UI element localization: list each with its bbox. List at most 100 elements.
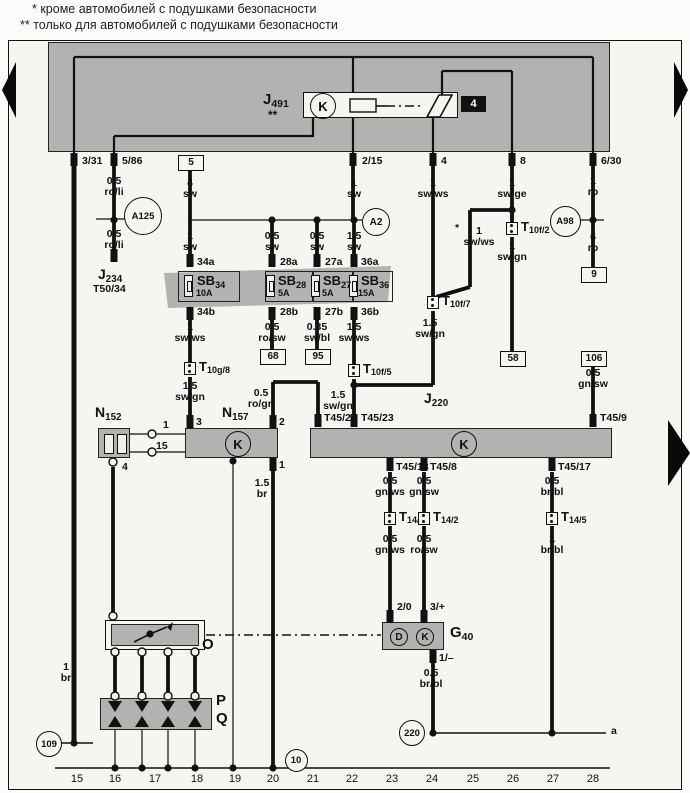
connector-icon [506, 222, 518, 235]
terminal-pin [589, 153, 597, 166]
pin-label: 27a [325, 256, 343, 268]
fuse-label-sb34: SB34 [197, 273, 226, 290]
component-label-g40: G40 [450, 624, 474, 643]
k-symbol-n157: K [225, 431, 251, 457]
terminal-number-box: 5 [178, 155, 204, 171]
junction-dot [70, 739, 78, 747]
terminal-pin [420, 610, 428, 623]
junction-dot [429, 729, 437, 737]
pin-label: 34b [197, 306, 216, 318]
terminal-circle [108, 611, 118, 621]
fuse-label-sb28: SB28 [278, 273, 307, 290]
spark-arrow-up [135, 716, 149, 727]
pin-label: 8 [520, 155, 526, 167]
terminal-number-box: 106 [581, 351, 607, 367]
pin-label: 4 [441, 155, 447, 167]
terminal-pin [429, 153, 437, 166]
track-number: 20 [266, 773, 280, 785]
terminal-circle [137, 691, 147, 701]
junction-dot [229, 764, 237, 772]
terminal-pin [508, 153, 516, 166]
distributor-inner [111, 624, 199, 646]
terminal-pin [110, 153, 118, 166]
track-number: 21 [306, 773, 320, 785]
k-symbol-j491: K [310, 93, 336, 119]
terminal-pin [548, 458, 556, 471]
fuse-amp-rating: 5A [322, 288, 334, 298]
wire [435, 285, 471, 299]
track-number: 18 [190, 773, 204, 785]
fuse-icon [311, 275, 320, 297]
terminal-pin [349, 153, 357, 166]
fuse-label-sb27: SB27 [323, 273, 352, 290]
track-number: 28 [586, 773, 600, 785]
track-number: 16 [108, 773, 122, 785]
component-label-j220: J220 [424, 390, 449, 409]
pin-label: 15 [156, 440, 168, 452]
track-number: 27 [546, 773, 560, 785]
terminal-pin [110, 249, 118, 262]
terminal-circle [137, 647, 147, 657]
pin-label: 1 [279, 459, 285, 471]
pin-label: 2 [279, 416, 285, 428]
junction-dot [313, 216, 321, 224]
coil-winding-icon [117, 434, 127, 454]
component-label-j491: J491 [263, 91, 289, 110]
terminal-pin [269, 458, 277, 471]
pin-label: 36a [361, 256, 379, 268]
terminal-pin [429, 650, 437, 663]
connection-node-220: 220 [399, 720, 425, 746]
pin-label: 3/31 [82, 155, 103, 167]
terminal-pin [70, 153, 78, 166]
terminal-circle [190, 647, 200, 657]
junction-dot [508, 206, 516, 214]
connection-node-A2: A2 [362, 208, 390, 236]
junction-dot [164, 764, 172, 772]
connector-icon [348, 364, 360, 377]
fuse-cell [178, 271, 240, 302]
track-number: 26 [506, 773, 520, 785]
track-number: 25 [466, 773, 480, 785]
track-number: 22 [345, 773, 359, 785]
j491-note: ** [268, 108, 278, 122]
junction-dot [229, 457, 237, 465]
connection-node-10: 10 [284, 748, 308, 772]
terminal-pin [186, 307, 194, 320]
pin-label: T45/17 [558, 461, 591, 473]
connector-icon [184, 362, 196, 375]
pin-label: a [611, 725, 617, 737]
footnote-star: * кроме автомобилей с подушками безопасн… [32, 2, 317, 16]
track-number: 15 [70, 773, 84, 785]
terminal-pin [314, 414, 322, 427]
pin-label: 2/15 [362, 155, 383, 167]
terminal-pin [186, 254, 194, 267]
rotor-arrow [167, 622, 173, 631]
connector-icon [384, 512, 396, 525]
spark-arrow-down [161, 701, 175, 712]
junction-dot [111, 764, 119, 772]
switch-position-badge: 4 [461, 96, 486, 112]
terminal-circle [163, 647, 173, 657]
junction-dot [589, 216, 597, 224]
connector-icon [418, 512, 430, 525]
pin-label: 4 [122, 461, 128, 473]
junction-dot [110, 216, 118, 224]
footnote-double-star: ** только для автомобилей с подушками бе… [20, 18, 338, 32]
